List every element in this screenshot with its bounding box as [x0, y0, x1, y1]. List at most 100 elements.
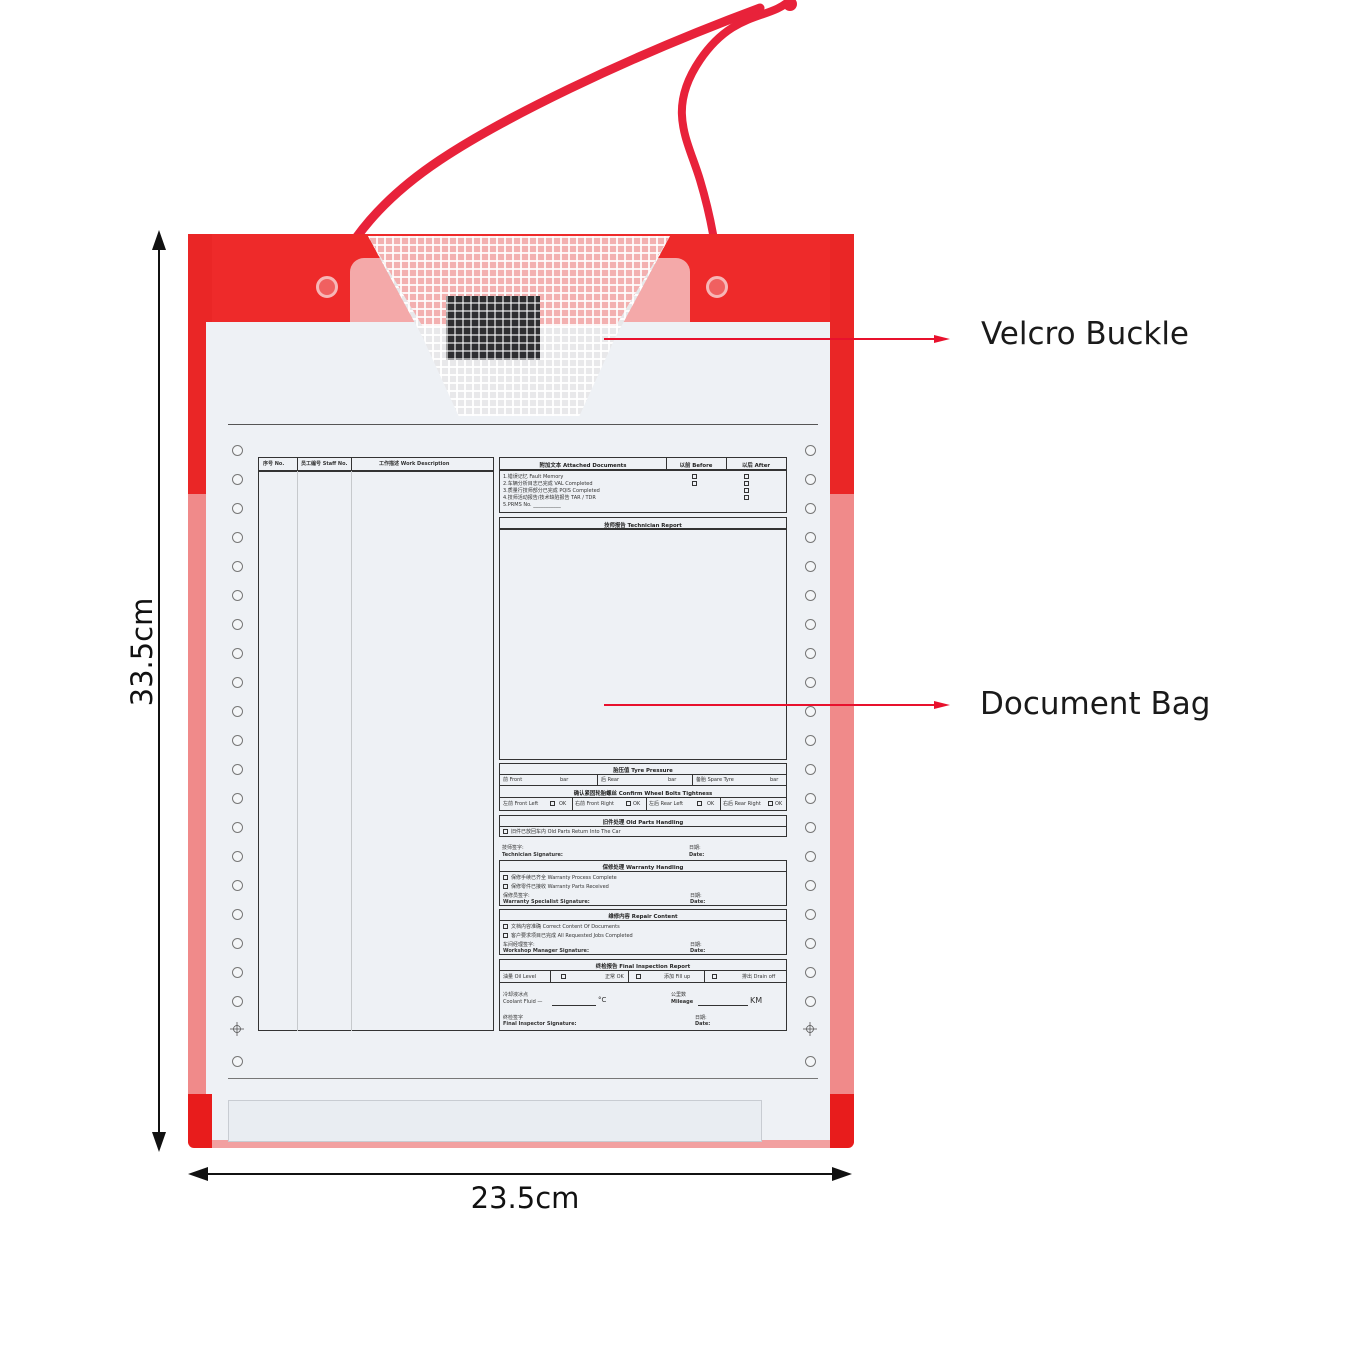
section-rule: [500, 469, 786, 471]
mileage-field[interactable]: [698, 1005, 748, 1006]
sprocket-hole: [805, 764, 816, 775]
after-header: 以后 After: [741, 463, 771, 469]
bolt-front-left-checkbox[interactable]: [550, 801, 555, 806]
before-checkbox-1[interactable]: [692, 474, 697, 479]
wheel-bolts-header: 确认紧固轮胎螺丝 Confirm Wheel Bolts Tightness: [573, 791, 713, 797]
label-slot: [228, 1100, 762, 1142]
sprocket-hole: [232, 793, 243, 804]
bag-right-edge: [830, 234, 854, 494]
doc-item-1: 1.错误记忆 Fault Memory: [503, 474, 564, 480]
col-divider: [597, 774, 598, 785]
col-header-description: 工作描述 Work Description: [379, 461, 450, 467]
warranty-process-checkbox[interactable]: [503, 875, 508, 880]
sprocket-hole: [232, 706, 243, 717]
bag-bottom-right-corner: [830, 1094, 854, 1148]
final-date-en: Date:: [695, 1021, 711, 1027]
sprocket-hole: [805, 503, 816, 514]
callout-line: [604, 704, 934, 706]
warranty-date-en: Date:: [690, 899, 706, 905]
section-rule: [500, 920, 786, 921]
attached-documents-box: 附加文本 Attached Documents 以前 Before 以后 Aft…: [499, 457, 787, 513]
sprocket-hole: [232, 619, 243, 630]
bolt-rear-right-checkbox[interactable]: [768, 801, 773, 806]
sprocket-hole: [232, 445, 243, 456]
repair-content-header: 维修内容 Repair Content: [608, 914, 678, 920]
col-divider: [726, 458, 727, 469]
after-checkbox-2[interactable]: [744, 481, 749, 486]
oil-ok-checkbox[interactable]: [561, 974, 566, 979]
coolant-field[interactable]: [552, 1005, 596, 1006]
tyre-rear-unit: bar: [668, 777, 677, 783]
repair-docs-checkbox[interactable]: [503, 924, 508, 929]
col-divider: [666, 458, 667, 469]
section-rule: [500, 982, 786, 983]
height-dimension-line: [158, 242, 160, 1142]
mileage-unit: KM: [750, 996, 763, 1005]
col-divider: [628, 970, 629, 982]
sprocket-hole: [232, 677, 243, 688]
col-divider: [351, 458, 352, 470]
bolt-front-right-checkbox[interactable]: [626, 801, 631, 806]
coolant-cn: 冷却液冰点: [503, 992, 529, 998]
bolt-rear-left-checkbox[interactable]: [697, 801, 702, 806]
arrow-left-icon: [188, 1167, 208, 1181]
sprocket-hole: [805, 909, 816, 920]
grommet-left-icon: [316, 276, 338, 298]
mileage-cn: 公里数: [671, 992, 687, 998]
final-signature-en: Final Inspector Signature:: [503, 1021, 577, 1027]
bolt-front-left-label: 左前 Front Left: [503, 801, 539, 807]
after-checkbox-4[interactable]: [744, 495, 749, 500]
old-parts-item: 旧件已放回车内 Old Parts Return Into The Car: [511, 829, 621, 835]
tyre-rear-label: 后 Rear: [601, 777, 620, 783]
technician-report-box: 技师报告 Technician Report: [499, 517, 787, 760]
crosshair-right-icon: [803, 1022, 817, 1036]
sprocket-hole: [805, 996, 816, 1007]
sprocket-hole: [805, 851, 816, 862]
sprocket-hole: [232, 967, 243, 978]
oil-fillup-checkbox[interactable]: [636, 974, 641, 979]
sprocket-hole: [805, 706, 816, 717]
repair-jobs-checkbox[interactable]: [503, 933, 508, 938]
grid-line: [297, 471, 298, 1031]
sprocket-hole: [232, 532, 243, 543]
sprocket-hole: [805, 474, 816, 485]
old-parts-box: 旧件处理 Old Parts Handling 旧件已放回车内 Old Part…: [499, 815, 787, 837]
col-divider: [720, 797, 721, 810]
warranty-signature-cn: 保修员签字:: [503, 893, 530, 899]
bag-right-edge-clear: [830, 494, 854, 1094]
sprocket-hole: [232, 909, 243, 920]
before-checkbox-2[interactable]: [692, 481, 697, 486]
form-bottom-rule: [228, 1078, 818, 1079]
doc-item-2: 2.车辆分析目志已完成 VAL Completed: [503, 481, 593, 487]
sprocket-hole: [232, 938, 243, 949]
workshop-date-cn: 日期:: [690, 942, 702, 948]
warranty-parts-checkbox[interactable]: [503, 884, 508, 889]
arrow-right-icon: [934, 701, 950, 709]
work-table-header-rule: [259, 470, 493, 472]
grommet-right-icon: [706, 276, 728, 298]
tyre-pressure-box: 胎压值 Tyre Pressure 前 Front bar 后 Rear bar…: [499, 763, 787, 811]
old-parts-checkbox[interactable]: [503, 829, 508, 834]
callout-line: [604, 338, 934, 340]
oil-drain-checkbox[interactable]: [712, 974, 717, 979]
repair-jobs-item: 客户要求项目已完成 All Requested Jobs Completed: [511, 933, 633, 939]
after-checkbox-3[interactable]: [744, 488, 749, 493]
technician-report-header: 技师报告 Technician Report: [604, 523, 682, 529]
callout-label: Velcro Buckle: [981, 316, 1190, 352]
technician-signature-en: Technician Signature:: [502, 852, 563, 858]
after-checkbox-1[interactable]: [744, 474, 749, 479]
sprocket-hole: [805, 445, 816, 456]
section-rule: [500, 797, 786, 798]
col-divider: [646, 797, 647, 810]
final-inspection-box: 终检报告 Final Inspection Report 油量 Oil Leve…: [499, 959, 787, 1031]
bolt-rear-right-ok: OK: [775, 801, 783, 807]
sprocket-hole: [805, 822, 816, 833]
sprocket-hole: [805, 532, 816, 543]
oil-level-label: 油量 Oil Level: [503, 974, 537, 980]
sprocket-hole: [805, 938, 816, 949]
tyre-spare-label: 备胎 Spare Tyre: [696, 777, 734, 783]
oil-fillup-label: 添加 Fill up: [664, 974, 691, 980]
bag-bottom-left-corner: [188, 1094, 212, 1148]
final-signature-cn: 终检签字: [503, 1015, 524, 1021]
doc-item-5: 5.PRMS No. ___________: [503, 502, 561, 508]
